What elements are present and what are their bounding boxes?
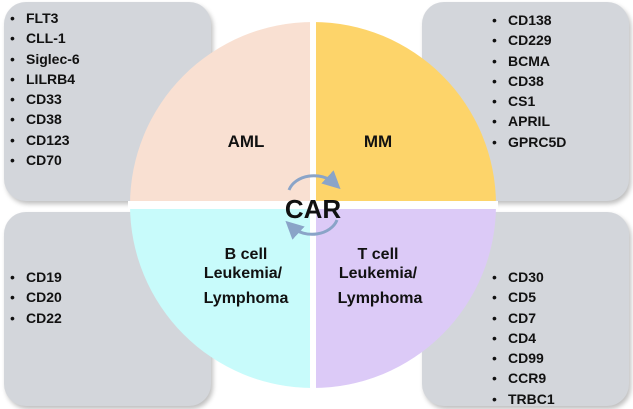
cycle-arrow-bottom: [285, 219, 339, 240]
b-cell-title-line: Leukemia/: [204, 265, 283, 282]
marker-item: CD70: [10, 150, 80, 170]
marker-item: CD5: [492, 287, 555, 307]
marker-item: CD38: [492, 71, 566, 91]
marker-item: BCMA: [492, 51, 566, 71]
marker-item: CD22: [10, 308, 62, 328]
aml-title: AML: [228, 132, 265, 151]
marker-item: CD38: [10, 109, 80, 129]
marker-item: CD99: [492, 348, 555, 368]
t-cell-marker-list: CD30 CD5 CD7 CD4 CD99 CCR9 TRBC1: [492, 267, 555, 409]
b-cell-quadrant: [130, 205, 313, 388]
marker-item: Siglec-6: [10, 49, 80, 69]
marker-item: CD33: [10, 89, 80, 109]
t-cell-title-line: Leukemia/: [339, 265, 418, 282]
marker-item: CCR9: [492, 368, 555, 388]
b-cell-title-line: Lymphoma: [204, 290, 289, 307]
marker-item: CD138: [492, 10, 566, 30]
marker-item: GPRC5D: [492, 132, 566, 152]
b-cell-title-line: B cell: [225, 246, 268, 263]
t-cell-quadrant: [313, 205, 496, 388]
marker-item: CD4: [492, 328, 555, 348]
marker-item: CD123: [10, 130, 80, 150]
b-cell-marker-list: CD19 CD20 CD22: [10, 267, 62, 328]
marker-item: CD19: [10, 267, 62, 287]
marker-item: CS1: [492, 91, 566, 111]
marker-item: CD7: [492, 308, 555, 328]
mm-marker-list: CD138 CD229 BCMA CD38 CS1 APRIL GPRC5D: [492, 10, 566, 152]
t-cell-title-line: T cell: [358, 246, 399, 263]
cycle-arrows-icon: [285, 170, 341, 240]
marker-item: CD20: [10, 287, 62, 307]
marker-item: APRIL: [492, 111, 566, 131]
aml-quadrant: [130, 22, 313, 205]
aml-marker-list: FLT3 CLL-1 Siglec-6 LILRB4 CD33 CD38 CD1…: [10, 8, 80, 170]
mm-title: MM: [364, 132, 392, 151]
marker-item: CLL-1: [10, 28, 80, 48]
car-label: CAR: [285, 194, 342, 224]
marker-item: CD30: [492, 267, 555, 287]
cycle-arrow-top: [287, 170, 341, 191]
marker-item: CD229: [492, 30, 566, 50]
marker-item: TRBC1: [492, 389, 555, 409]
marker-item: FLT3: [10, 8, 80, 28]
mm-quadrant: [313, 22, 496, 205]
t-cell-title-line: Lymphoma: [338, 290, 423, 307]
marker-item: LILRB4: [10, 69, 80, 89]
